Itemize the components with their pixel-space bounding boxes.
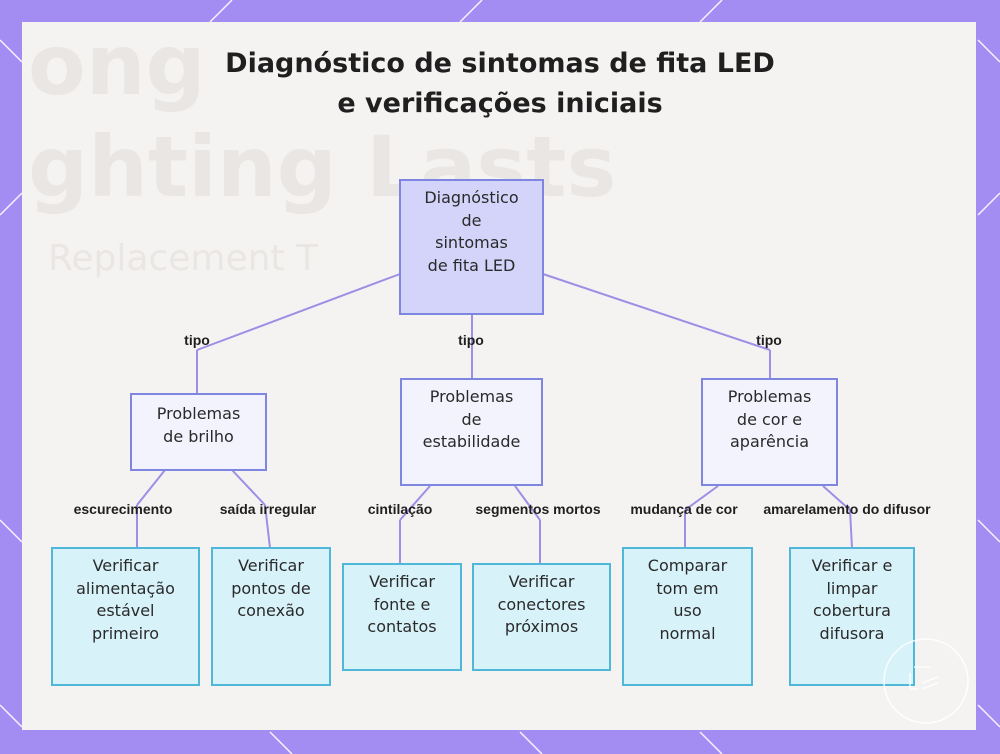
edge-label-diffuser-yellowing: amarelamento do difusor: [763, 501, 930, 517]
leaf-check-connectors-line-2: conectores: [498, 594, 586, 617]
leaf-check-connectors-line-3: próximos: [498, 616, 586, 639]
edge-label-dimming: escurecimento: [74, 501, 173, 517]
category-color-line-3: aparência: [728, 431, 812, 454]
edge-label-type-2: tipo: [458, 332, 484, 348]
leaf-check-connections-line-2: pontos de: [231, 578, 311, 601]
leaf-clean-diffuser-line-1: Verificar e: [812, 555, 893, 578]
edge-label-flicker: cintilação: [368, 501, 433, 517]
leaf-compare-tone-line-2: tom em: [648, 578, 727, 601]
category-stability-line-2: de: [423, 409, 521, 432]
category-brightness-line-2: de brilho: [157, 426, 241, 449]
leaf-clean-diffuser-line-4: difusora: [812, 623, 893, 646]
category-brightness[interactable]: Problemas de brilho: [130, 393, 267, 471]
edge-label-color-shift: mudança de cor: [630, 501, 737, 517]
leaf-check-source[interactable]: Verificar fonte e contatos: [342, 563, 462, 671]
leaf-check-power-line-2: alimentação: [76, 578, 175, 601]
edge-label-irregular: saída irregular: [220, 501, 317, 517]
leaf-check-connections[interactable]: Verificar pontos de conexão: [211, 547, 331, 686]
leaf-check-power-line-3: estável: [76, 600, 175, 623]
leaf-compare-tone-line-3: uso: [648, 600, 727, 623]
leaf-clean-diffuser-line-2: limpar: [812, 578, 893, 601]
edge-label-dead-segments: segmentos mortos: [475, 501, 600, 517]
category-brightness-line-1: Problemas: [157, 403, 241, 426]
edge-root-color: [543, 274, 770, 350]
leaf-check-power[interactable]: Verificar alimentação estável primeiro: [51, 547, 200, 686]
leaf-check-connectors-line-1: Verificar: [498, 571, 586, 594]
leaf-check-power-line-1: Verificar: [76, 555, 175, 578]
leaf-check-connections-line-3: conexão: [231, 600, 311, 623]
category-color[interactable]: Problemas de cor e aparência: [701, 378, 838, 486]
category-stability[interactable]: Problemas de estabilidade: [400, 378, 543, 486]
edge-brightness-dimming: [137, 470, 165, 505]
leaf-compare-tone[interactable]: Comparar tom em uso normal: [622, 547, 753, 686]
edge-brightness-irregular: [232, 470, 265, 505]
root-node[interactable]: Diagnóstico de sintomas de fita LED: [399, 179, 544, 315]
root-line-3: sintomas: [401, 232, 542, 255]
leaf-check-source-line-3: contatos: [367, 616, 436, 639]
brand-logo-icon: [882, 637, 970, 725]
leaf-clean-diffuser-line-3: cobertura: [812, 600, 893, 623]
leaf-compare-tone-line-1: Comparar: [648, 555, 727, 578]
leaf-check-connections-line-1: Verificar: [231, 555, 311, 578]
category-color-line-2: de cor e: [728, 409, 812, 432]
edge-label-type-3: tipo: [756, 332, 782, 348]
edge-root-brightness: [197, 274, 400, 350]
leaf-check-source-line-2: fonte e: [367, 594, 436, 617]
root-line-4: de fita LED: [401, 255, 542, 278]
leaf-check-source-line-1: Verificar: [367, 571, 436, 594]
leaf-check-power-line-4: primeiro: [76, 623, 175, 646]
leaf-compare-tone-line-4: normal: [648, 623, 727, 646]
edge-label-type-1: tipo: [184, 332, 210, 348]
root-line-2: de: [401, 210, 542, 233]
leaf-check-connectors[interactable]: Verificar conectores próximos: [472, 563, 611, 671]
category-stability-line-3: estabilidade: [423, 431, 521, 454]
root-line-1: Diagnóstico: [401, 187, 542, 210]
category-color-line-1: Problemas: [728, 386, 812, 409]
category-stability-line-1: Problemas: [423, 386, 521, 409]
